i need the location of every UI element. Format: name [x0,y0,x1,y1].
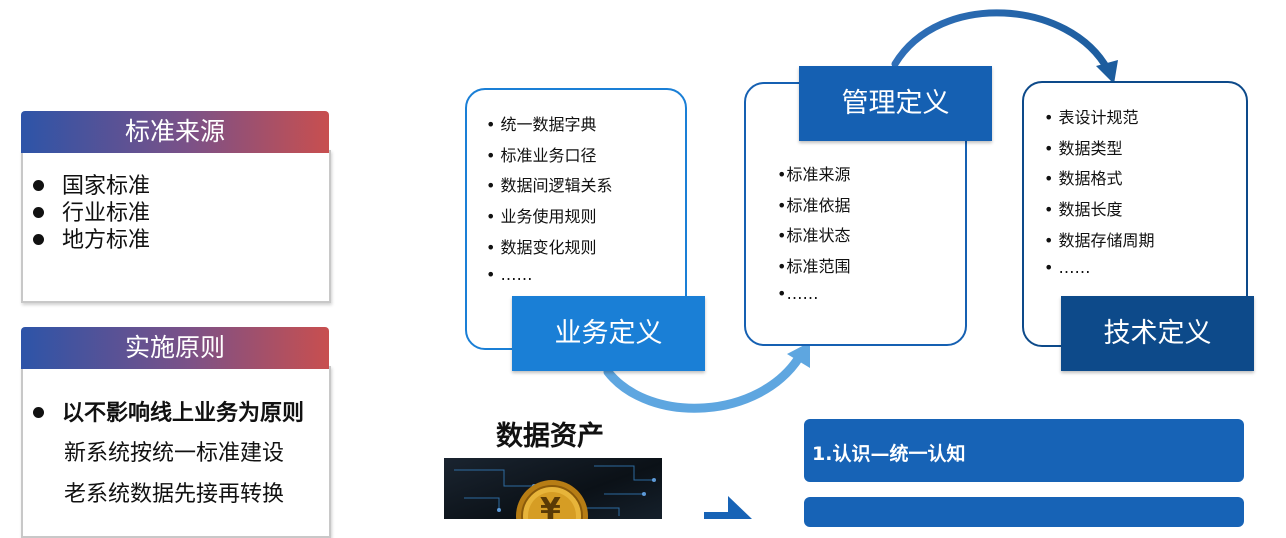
business-definition-tag: 业务定义 [512,296,705,371]
yen-symbol: ¥ [540,492,561,519]
list-item: • 数据格式 [1044,169,1123,188]
principle-lead: 以不影响线上业务为原则 [33,395,304,427]
step-bar [804,497,1244,527]
list-item: • 表设计规范 [1044,108,1139,127]
principle-line: 老系统数据先接再转换 [64,482,285,507]
list-item: • …… [1044,258,1091,277]
implementation-principle-title: 实施原则 [21,327,329,369]
bullet-icon [33,233,44,245]
data-asset-title: 数据资产 [496,421,604,452]
step-label: 1.认识—统一认知 [812,443,966,465]
list-item: • …… [486,265,533,284]
cycle-arrows [603,9,1118,519]
data-asset-image: ¥ [444,458,662,519]
standard-source-panel [21,150,331,303]
list-item: •标准状态 [777,226,851,245]
list-item: 行业标准 [33,195,150,227]
cycle-arrow-icon [603,342,810,413]
list-item: •…… [777,284,819,303]
list-item: • 业务使用规则 [486,207,597,226]
list-item: •标准依据 [777,196,851,215]
list-item: • 数据长度 [1044,200,1123,219]
step-bar: 1.认识—统一认知 [804,419,1244,482]
standard-source-title: 标准来源 [21,111,329,153]
bullet-icon [33,406,44,418]
list-item: • 数据间逻辑关系 [486,176,613,195]
list-item: • 数据类型 [1044,139,1123,158]
management-definition-tag: 管理定义 [799,66,992,141]
principle-line: 新系统按统一标准建设 [64,441,285,466]
list-item: •标准来源 [777,165,851,184]
list-item: 地方标准 [33,222,150,254]
yen-coin-icon [516,480,588,519]
bullet-icon [33,206,44,218]
bullet-icon [33,179,44,191]
list-item: • 数据变化规则 [486,238,597,257]
cycle-arrow-icon [891,9,1118,84]
standard-source-list: 国家标准 行业标准 地方标准 [33,168,313,258]
list-item: 国家标准 [33,168,150,200]
list-item: • 统一数据字典 [486,115,597,134]
right-arrow-icon [704,496,752,519]
circuit-pattern [454,465,656,519]
list-item: • 标准业务口径 [486,146,597,165]
implementation-principle-panel [21,366,331,538]
list-item: • 数据存储周期 [1044,231,1155,250]
technical-definition-tag: 技术定义 [1061,296,1254,371]
list-item: •标准范围 [777,257,851,276]
